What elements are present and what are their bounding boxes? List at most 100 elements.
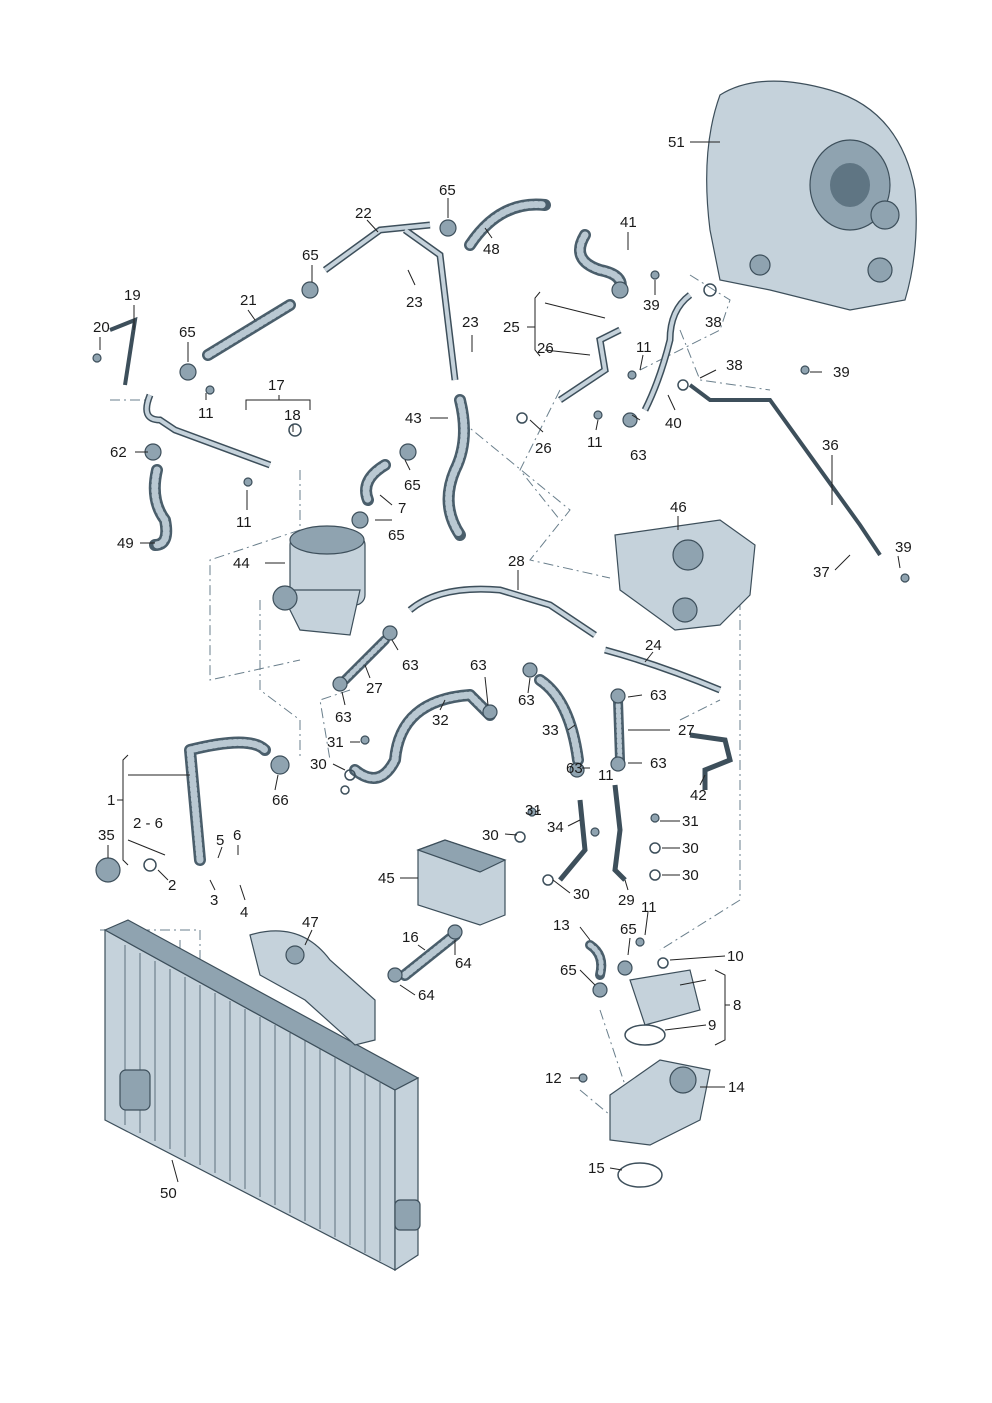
callout-51: 51: [668, 134, 685, 151]
callout-63: 63: [650, 755, 667, 772]
callout-66: 66: [272, 792, 289, 809]
callout-30: 30: [682, 840, 699, 857]
callout-21: 21: [240, 292, 257, 309]
cover-plate: [249, 930, 376, 1046]
callout-11: 11: [587, 434, 603, 451]
callout-1: 1: [107, 792, 115, 809]
pipes: [109, 221, 882, 882]
callout-30: 30: [682, 867, 699, 884]
hoses: [148, 198, 627, 981]
callout-5: 5: [216, 832, 224, 849]
oil-cooler: [416, 839, 507, 926]
callout-41: 41: [620, 214, 637, 231]
callout-64: 64: [418, 987, 435, 1004]
callout-10: 10: [727, 948, 744, 965]
callout-31: 31: [682, 813, 699, 830]
callout-23: 23: [462, 314, 479, 331]
callout-4: 4: [240, 904, 248, 921]
callout-12: 12: [545, 1070, 562, 1087]
callout-65: 65: [388, 527, 405, 544]
callout-19: 19: [124, 287, 141, 304]
callout-63: 63: [335, 709, 352, 726]
callout-8: 8: [733, 997, 741, 1014]
callout-38: 38: [705, 314, 722, 331]
callout-30: 30: [310, 756, 327, 773]
callout-37: 37: [813, 564, 830, 581]
callout-50: 50: [160, 1185, 177, 1202]
callout-32: 32: [432, 712, 449, 729]
callout-65: 65: [620, 921, 637, 938]
callout-63: 63: [402, 657, 419, 674]
callout-17: 17: [268, 377, 285, 394]
callout-11: 11: [641, 899, 657, 916]
radiator: [103, 919, 421, 1272]
callout-63: 63: [470, 657, 487, 674]
callout-9: 9: [708, 1017, 716, 1034]
callout-43: 43: [405, 410, 422, 427]
callout-30: 30: [482, 827, 499, 844]
callout-30: 30: [573, 886, 590, 903]
callout-22: 22: [355, 205, 372, 222]
callout-65: 65: [560, 962, 577, 979]
callout-7: 7: [398, 500, 406, 517]
callout-63: 63: [650, 687, 667, 704]
callout-2-6: 2 - 6: [133, 815, 163, 832]
callout-25: 25: [503, 319, 520, 336]
callout-65: 65: [302, 247, 319, 264]
callout-62: 62: [110, 444, 127, 461]
callout-65: 65: [439, 182, 456, 199]
thermostat-housing: [609, 969, 711, 1146]
callout-6: 6: [233, 827, 241, 844]
callout-49: 49: [117, 535, 134, 552]
callout-15: 15: [588, 1160, 605, 1177]
callout-45: 45: [378, 870, 395, 887]
clamps-and-seals: [95, 219, 717, 1188]
callout-38: 38: [726, 357, 743, 374]
callout-23: 23: [406, 294, 423, 311]
callout-33: 33: [542, 722, 559, 739]
callout-31: 31: [525, 802, 542, 819]
callout-11: 11: [598, 767, 614, 784]
callout-63: 63: [566, 760, 583, 777]
callout-64: 64: [455, 955, 472, 972]
callout-63: 63: [630, 447, 647, 464]
turbocharger: [706, 80, 917, 311]
callout-63: 63: [518, 692, 535, 709]
callout-18: 18: [284, 407, 301, 424]
callout-40: 40: [665, 415, 682, 432]
callout-16: 16: [402, 929, 419, 946]
callout-27: 27: [678, 722, 695, 739]
callout-26: 26: [537, 340, 554, 357]
callout-65: 65: [404, 477, 421, 494]
callout-34: 34: [547, 819, 564, 836]
callout-13: 13: [553, 917, 570, 934]
callout-3: 3: [210, 892, 218, 909]
callout-31: 31: [327, 734, 344, 751]
callout-35: 35: [98, 827, 115, 844]
leader-lines: [99, 141, 901, 1183]
callout-11: 11: [636, 339, 652, 356]
oil-filter-housing: [272, 525, 366, 636]
callout-47: 47: [302, 914, 319, 931]
callout-labels: 51 22 65 48 65 21 41 39 38 23 23 19 20 6…: [93, 134, 912, 1202]
callout-11: 11: [198, 405, 214, 422]
callout-2: 2: [168, 877, 176, 894]
callout-29: 29: [618, 892, 635, 909]
callout-24: 24: [645, 637, 662, 654]
bolts: [92, 270, 910, 1083]
callout-26: 26: [535, 440, 552, 457]
callout-46: 46: [670, 499, 687, 516]
callout-48: 48: [483, 241, 500, 258]
callout-36: 36: [822, 437, 839, 454]
callout-11: 11: [236, 514, 252, 531]
egr-cooler: [614, 519, 756, 631]
callout-39: 39: [833, 364, 850, 381]
callout-28: 28: [508, 553, 525, 570]
callout-42: 42: [690, 787, 707, 804]
callout-20: 20: [93, 319, 110, 336]
callout-39: 39: [643, 297, 660, 314]
callout-65: 65: [179, 324, 196, 341]
callout-27: 27: [366, 680, 383, 697]
